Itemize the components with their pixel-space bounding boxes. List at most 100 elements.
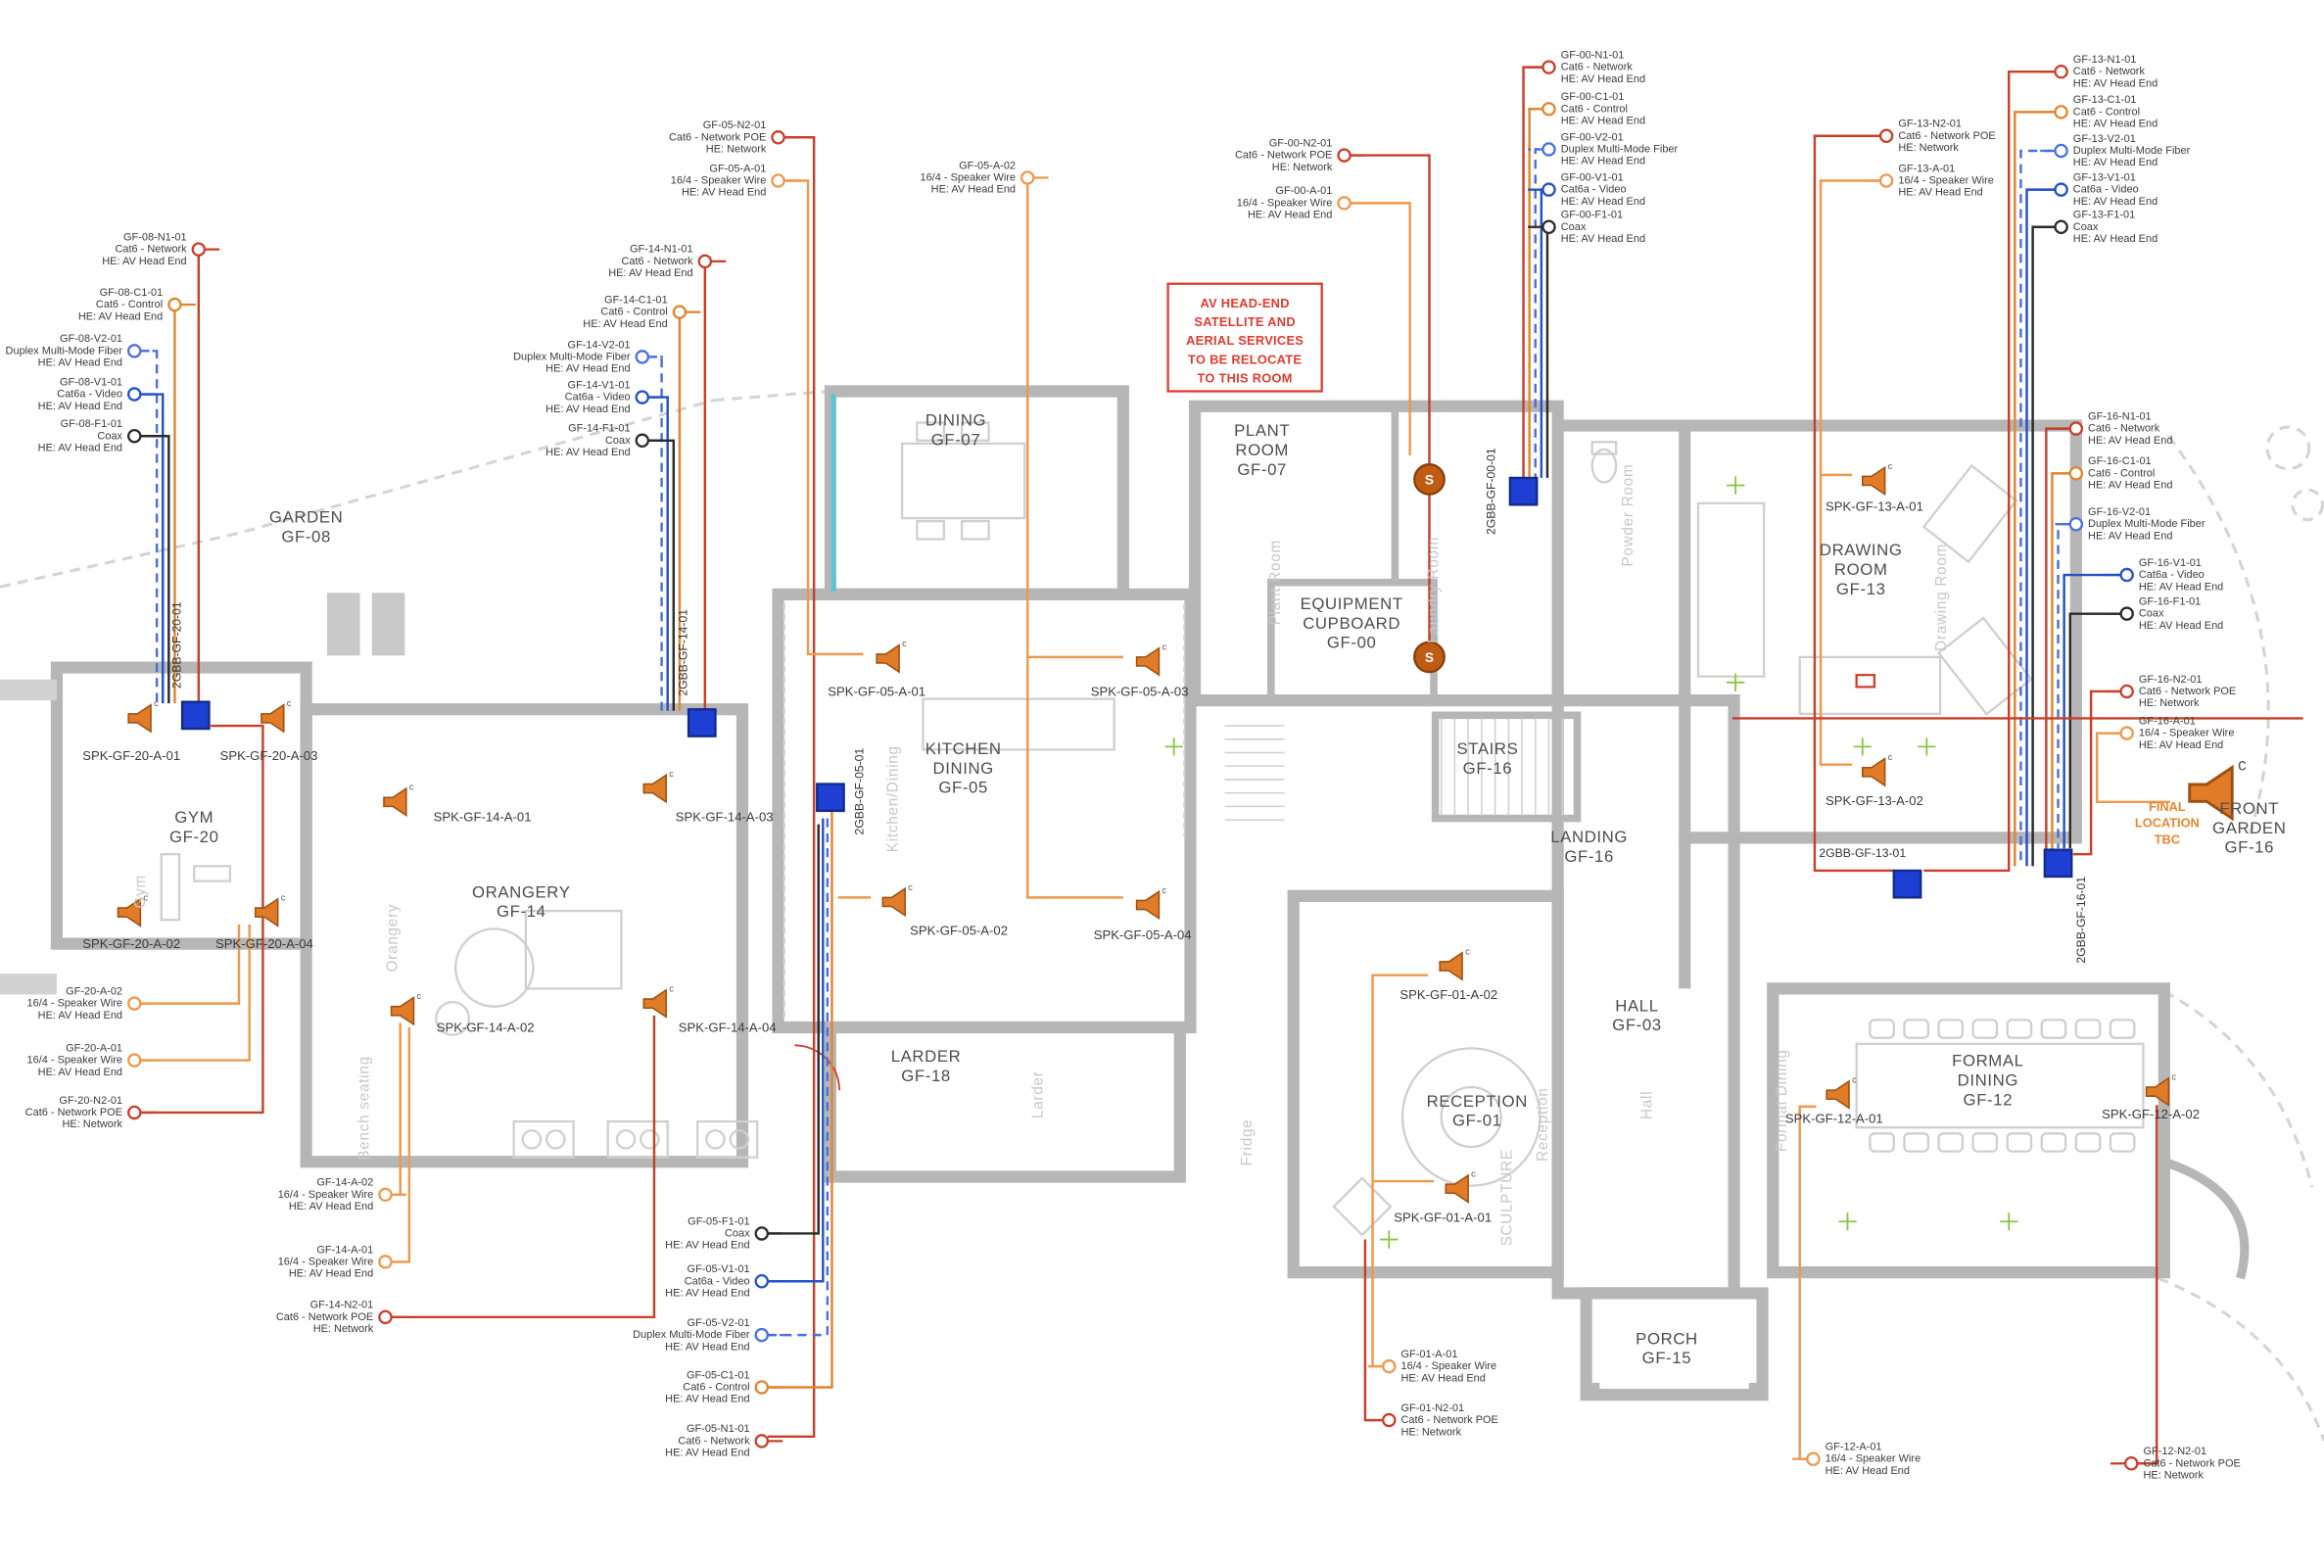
- av-backbox-label: 2GBB-GF-13-01: [1819, 846, 1906, 860]
- ceiling-marker: c: [669, 983, 674, 993]
- cable-run-speaker: [1819, 179, 1881, 766]
- callout-terminal-icon: [1878, 173, 1894, 188]
- dining-chair: [1937, 1132, 1965, 1153]
- survey-cross-icon: [1164, 737, 1183, 756]
- dining-chair: [1903, 1132, 1930, 1153]
- ceiling-marker: c: [902, 639, 907, 648]
- stair-treads: [1440, 718, 1563, 816]
- ceiling-marker: c: [2171, 1071, 2176, 1081]
- cable-run-coax: [2031, 225, 2067, 867]
- ceiling-speaker-icon: c: [1135, 641, 1167, 677]
- speaker-horn-icon: [390, 996, 415, 1026]
- porch-column: [1748, 1382, 1763, 1397]
- wall-reception: [1287, 889, 1564, 1279]
- ceiling-speaker-icon: c: [1445, 1169, 1476, 1204]
- cable-run-fiber: [140, 350, 159, 704]
- satellite-point-icon: S: [1413, 463, 1446, 496]
- bench-stool: [640, 1129, 660, 1150]
- callout-terminal-icon: [2054, 143, 2068, 159]
- dining-table: [900, 442, 1026, 520]
- callout-terminal-icon: [2068, 466, 2084, 481]
- av-backbox-label: 2GBB-GF-16-01: [2074, 877, 2088, 964]
- site-boundary-layer: [0, 389, 2324, 1442]
- ceiling-speaker-icon: c: [1861, 461, 1893, 497]
- porch-column: [1586, 1382, 1600, 1397]
- dining-chair: [2074, 1019, 2102, 1039]
- ceiling-marker: c: [409, 783, 414, 792]
- callout-terminal-icon: [672, 305, 688, 319]
- callout-terminal-icon: [2124, 1456, 2139, 1471]
- callout-terminal-icon: [378, 1187, 393, 1203]
- ceiling-marker: c: [1888, 461, 1893, 471]
- callout-terminal-icon: [754, 1380, 770, 1395]
- callout-terminal-icon: [1337, 148, 1352, 163]
- ceiling-speaker-icon: c: [2188, 754, 2247, 822]
- callout-terminal-icon: [2068, 516, 2084, 532]
- architect-room-label: SCULPTURE: [1498, 1149, 1515, 1246]
- callout-terminal-icon: [1337, 196, 1352, 211]
- kitchen-island: [922, 697, 1115, 751]
- drawing-room-sofa: [1921, 463, 2018, 564]
- wall-equipment-cupboard: [1267, 578, 1438, 704]
- callout-terminal-icon: [1541, 219, 1556, 235]
- speaker-horn-icon: [1445, 1173, 1469, 1204]
- speaker-label: SPK-GF-20-A-01: [82, 748, 180, 763]
- garden-planter: [371, 593, 405, 656]
- callout-terminal-icon: [754, 1226, 770, 1241]
- callout-terminal-icon: [127, 428, 142, 444]
- wall-stub: [0, 679, 57, 701]
- av-backbox-label: 2GBB-GF-05-01: [852, 748, 866, 835]
- bench-stool: [521, 1129, 543, 1150]
- speaker-label: SPK-GF-05-A-04: [1094, 927, 1192, 942]
- bench-stool: [729, 1129, 750, 1150]
- architect-room-label: Laundry Room: [1426, 537, 1443, 643]
- cable-runs-layer: [140, 66, 2303, 1465]
- wall-drawing-room: [1679, 419, 2082, 844]
- callout-terminal-icon: [1806, 1451, 1821, 1466]
- speaker-label: SPK-GF-20-A-03: [220, 748, 318, 763]
- reception-seat-outer: [1400, 1047, 1541, 1187]
- architect-room-label: Powder Room: [1620, 464, 1636, 567]
- callout-terminal-icon: [1382, 1412, 1397, 1428]
- gym-equipment: [160, 853, 181, 922]
- wall-larder: [824, 1021, 1186, 1183]
- orangery-round-table: [454, 927, 535, 1008]
- cable-run-coax: [767, 824, 820, 1235]
- survey-cross-icon: [1918, 737, 1936, 756]
- speaker-label: SPK-GF-12-A-01: [1785, 1112, 1883, 1126]
